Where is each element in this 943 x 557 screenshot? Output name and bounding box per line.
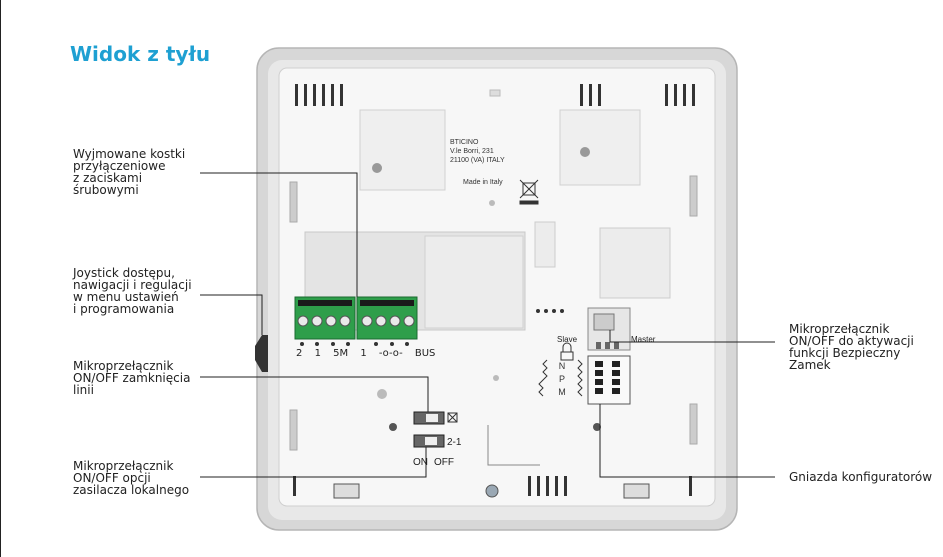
npm-p: P bbox=[558, 374, 565, 384]
two-one-label: 2-1 bbox=[447, 437, 462, 448]
slave-label: Slave bbox=[557, 335, 578, 344]
npm-labels: N P M bbox=[557, 360, 567, 399]
terminal-label: 1 bbox=[314, 348, 321, 359]
made-in-text: Made in Italy bbox=[463, 179, 503, 186]
crossed-bin-icon bbox=[519, 179, 539, 205]
npm-m: M bbox=[558, 387, 566, 397]
terminal-labels: 2 1 5M 1 -o-o- BUS bbox=[296, 348, 444, 359]
callout-power-switch: Mikroprzełącznik ON/OFF opcji zasilacza … bbox=[73, 459, 190, 497]
terminal-label: 5M bbox=[333, 348, 349, 359]
master-label: Master bbox=[631, 335, 656, 344]
page-title: Widok z tyłu bbox=[70, 42, 211, 66]
off-label: OFF bbox=[434, 457, 454, 468]
page-border bbox=[0, 0, 1, 557]
terminal-label: -o-o- bbox=[378, 348, 403, 359]
terminal-label: BUS bbox=[414, 348, 436, 359]
callout-joystick: Joystick dostępu, nawigacji i regulacji … bbox=[73, 266, 192, 316]
manufacturer-text: BTICINO V.le Borri, 231 21100 (VA) ITALY bbox=[450, 139, 505, 164]
callout-line-switch: Mikroprzełącznik ON/OFF zamknięcia linii bbox=[73, 359, 191, 397]
joystick[interactable] bbox=[255, 335, 268, 372]
on-label: ON bbox=[413, 457, 428, 468]
callout-configurator-sockets: Gniazda konfiguratorów bbox=[789, 470, 933, 484]
lock-icon bbox=[560, 342, 574, 361]
callout-terminals: Wyjmowane kostki przyłączeniowe z zacisk… bbox=[73, 147, 186, 197]
power-switch[interactable] bbox=[413, 434, 445, 448]
terminal-block bbox=[294, 296, 418, 340]
callout-safe-lock-switch: Mikroprzełącznik ON/OFF do aktywacji fun… bbox=[789, 322, 914, 372]
terminal-label: 2 bbox=[296, 348, 303, 359]
npm-n: N bbox=[558, 361, 566, 371]
terminal-label: 1 bbox=[360, 348, 367, 359]
line-close-switch[interactable] bbox=[413, 411, 445, 425]
